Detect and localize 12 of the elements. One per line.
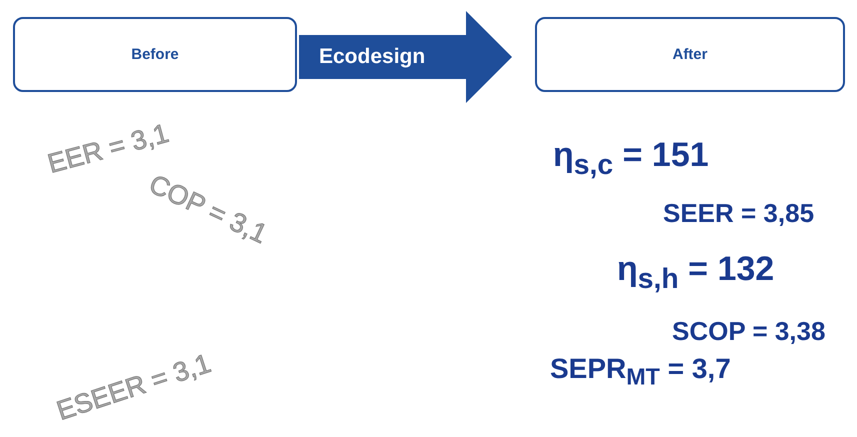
efficiency-value: η$_{s,c}$ = 151 (553, 138, 709, 180)
stage-title: After (672, 46, 708, 63)
efficiency-value: SEER = 3,85 (663, 200, 814, 226)
efficiency-value: ESEER = 3,1 (54, 350, 214, 425)
efficiency-value: SEPR$_{MT}$ = 3,7 (550, 355, 731, 389)
stage-box (535, 17, 845, 92)
stage-title: Before (131, 46, 179, 63)
efficiency-value: η$_{s,h}$ = 132 (617, 252, 774, 294)
block-arrow (299, 11, 512, 103)
efficiency-value: SCOP = 3,38 (672, 318, 826, 344)
stage-box (13, 17, 297, 92)
edge-label: Ecodesign (319, 46, 426, 67)
